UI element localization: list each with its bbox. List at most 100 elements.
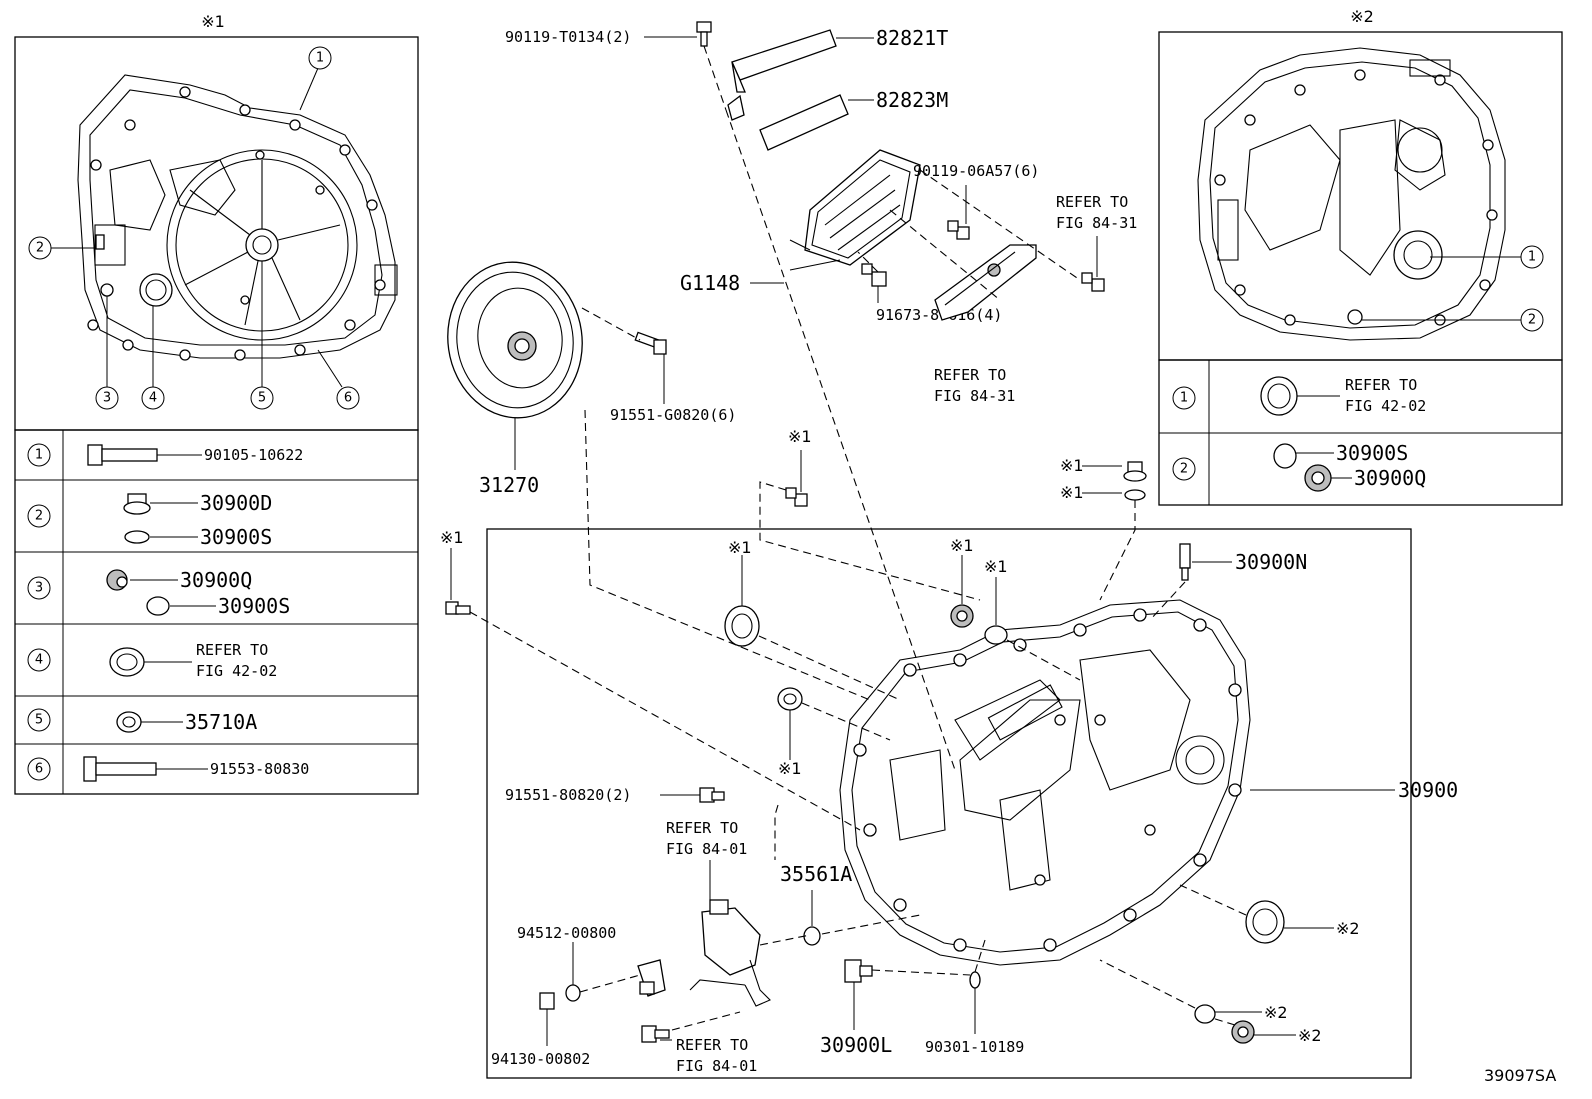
gasket-and-plug-icon [1273, 443, 1332, 492]
oil-seal-mark1 [724, 605, 760, 647]
bolt-90119-06A57 [947, 220, 970, 240]
refer-84-01-a-line1: REFER TO [666, 819, 738, 837]
refer-84-01-a-line2: FIG 84-01 [666, 840, 747, 858]
r-callout-1-label: 1 [1528, 250, 1536, 265]
seal-ring-mark1 [777, 687, 803, 711]
right-inset-frame [1158, 31, 1563, 361]
r-refer-42-02-line2: FIG 42-02 [1345, 397, 1426, 415]
part-30900Q: 30900Q [180, 568, 252, 592]
r-callout-2 [1520, 308, 1544, 332]
mark1-top-bolt: ※1 [788, 427, 812, 446]
oil-seal-icon [109, 647, 145, 677]
callout-3 [95, 386, 119, 410]
label-94512-00800: 94512-00800 [517, 924, 616, 942]
label-90119-06A57: 90119-06A57(6) [913, 162, 1039, 180]
drain-plug-mark1 [1123, 461, 1147, 501]
filter-strainer [934, 244, 1037, 321]
bolt-91551-G0820 [634, 331, 667, 355]
left-inset: ※1 [14, 12, 419, 795]
refer-84-01-b-line2: FIG 84-01 [676, 1057, 757, 1075]
refer-fig-42-02-line2: FIG 42-02 [196, 662, 277, 680]
o-ring-90301 [969, 971, 981, 989]
bolt-mark1-left [445, 601, 471, 615]
mark2-plug: ※2 [1298, 1026, 1322, 1045]
row5-num: 5 [35, 713, 43, 728]
label-90301-10189: 90301-10189 [925, 1038, 1024, 1056]
label-G1148: G1148 [680, 271, 740, 295]
right-inset-callouts: 1 2 [1362, 245, 1544, 332]
part-30900D: 30900D [200, 491, 272, 515]
gasket-mark1-center [984, 625, 1008, 645]
callout-4-label: 4 [149, 391, 157, 406]
flange-bolt-icon [83, 756, 157, 782]
bolt-refer-84-01 [641, 1025, 670, 1043]
refer-fig-42-02-line1: REFER TO [196, 641, 268, 659]
refer-84-31-a-line1: REFER TO [1056, 193, 1128, 211]
row4-num: 4 [35, 653, 43, 668]
label-82823M: 82823M [876, 88, 948, 112]
part-35710A: 35710A [185, 710, 257, 734]
callout-6-label: 6 [344, 391, 352, 406]
bolt-91673-80616 [861, 263, 887, 287]
transaxle-case-rear-view [1197, 47, 1506, 341]
bolt-90119-T0134 [696, 21, 712, 47]
left-inset-callouts: 1 2 3 4 5 6 [28, 46, 360, 410]
gasket-mark2 [1194, 1004, 1216, 1024]
bolt-mark1-top [785, 487, 808, 507]
refer-84-31-b-line2: FIG 84-31 [934, 387, 1015, 405]
mark1-drain-gasket: ※1 [1060, 483, 1084, 502]
neutral-start-switch [689, 899, 771, 1007]
label-30900N: 30900N [1235, 550, 1307, 574]
part-90105-10622: 90105-10622 [204, 446, 303, 464]
row3-num: 3 [35, 581, 43, 596]
diagram-id: 39097SA [1484, 1066, 1556, 1085]
refer-84-31-b-line1: REFER TO [934, 366, 1006, 384]
mark1-oil-seal: ※1 [728, 538, 752, 557]
right-inset-parts-table: 1 REFER TO FIG 42-02 2 30900S 30900Q [1158, 359, 1563, 506]
breather-plug-30900N [1179, 543, 1191, 581]
mark1-center-plug: ※1 [950, 536, 974, 555]
label-30900: 30900 [1398, 778, 1458, 802]
refer-84-31-a-line2: FIG 84-31 [1056, 214, 1137, 232]
row2-num: 2 [35, 509, 43, 524]
row1-num: 1 [35, 448, 43, 463]
part-30900S: 30900S [200, 525, 272, 549]
r-part-30900Q: 30900Q [1354, 466, 1426, 490]
label-91551-G0820: 91551-G0820(6) [610, 406, 736, 424]
mark1-drain-plug: ※1 [1060, 456, 1084, 475]
bracket-parts: 90119-T0134(2) 82821T 82823M G1148 [505, 21, 1137, 771]
r-callout-1 [1520, 245, 1544, 269]
transaxle-case-30900 [839, 599, 1251, 966]
row6-num: 6 [35, 762, 43, 777]
main-frame [486, 528, 1412, 1079]
label-31270: 31270 [479, 473, 539, 497]
callout-5-label: 5 [258, 391, 266, 406]
refer-84-01-b-line1: REFER TO [676, 1036, 748, 1054]
plug-and-gasket-icon [106, 569, 170, 616]
part-91553-80830: 91553-80830 [210, 760, 309, 778]
plug-mark2 [1231, 1020, 1255, 1044]
plug-mark1-center [950, 604, 974, 628]
label-30900L: 30900L [820, 1033, 892, 1057]
right-inset-note: ※2 [1350, 7, 1374, 26]
oil-seal-icon-right [1260, 376, 1298, 416]
callout-1 [308, 46, 332, 70]
bolt-91551-80820 [699, 787, 725, 803]
left-inset-note: ※1 [201, 12, 225, 31]
r-part-30900S: 30900S [1336, 441, 1408, 465]
left-inset-parts-table: 1 90105-10622 2 30900D 30900S 3 [14, 429, 419, 795]
callout-2 [28, 236, 52, 260]
washer-94512 [565, 984, 581, 1002]
seal-ring-icon [116, 711, 142, 733]
r-row2-num: 2 [1180, 462, 1188, 477]
transaxle-case-front-view [77, 74, 398, 361]
drive-plate-31270: 31270 [447, 261, 583, 497]
bracket-82821T [731, 29, 837, 93]
label-91551-80820: 91551-80820(2) [505, 786, 631, 804]
callout-2-label: 2 [36, 241, 44, 256]
callout-4 [141, 386, 165, 410]
nut-94130 [539, 992, 555, 1010]
seal-35561A [803, 926, 821, 946]
lever-parts [637, 959, 666, 997]
